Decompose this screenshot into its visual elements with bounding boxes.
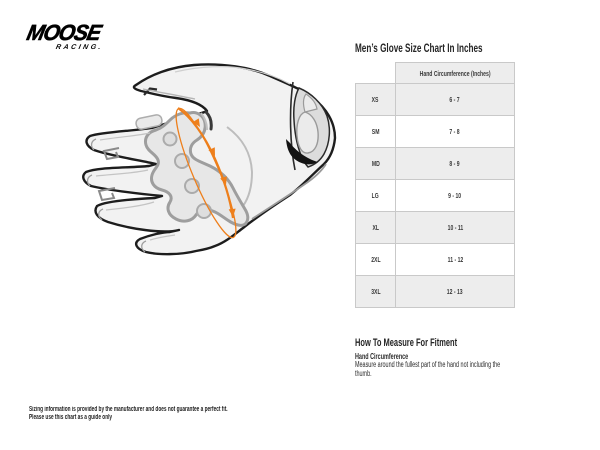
disclaimer: Sizing information is provided by the ma… bbox=[29, 406, 321, 421]
size-range-cell: 11 - 12 bbox=[395, 243, 515, 276]
size-label-cell: 3XL bbox=[355, 275, 396, 308]
chart-title: Men’s Glove Size Chart In Inches bbox=[355, 41, 483, 55]
logo-brand-text: MOOSE bbox=[24, 20, 104, 46]
size-range-cell: 9 - 10 bbox=[395, 179, 515, 212]
disclaimer-line1: Sizing information is provided by the ma… bbox=[29, 406, 228, 413]
howto-instructions: Measure around the fullest part of the h… bbox=[355, 360, 501, 378]
size-label-cell: SM bbox=[355, 115, 396, 148]
arrowheads bbox=[192, 118, 236, 217]
howto-heading: How To Measure For Fitment bbox=[355, 337, 458, 349]
howto-subheading: Hand Circumference bbox=[355, 352, 409, 361]
glove-illustration bbox=[82, 63, 337, 256]
size-range-cell: 8 - 9 bbox=[395, 147, 515, 180]
size-range-cell: 12 - 13 bbox=[395, 275, 515, 308]
size-label-cell: LG bbox=[355, 179, 396, 212]
size-label-cell: 2XL bbox=[355, 243, 396, 276]
size-range-cell: 7 - 8 bbox=[395, 115, 515, 148]
howto-section: How To Measure For Fitment Hand Circumfe… bbox=[355, 337, 515, 378]
size-range-cell: 6 - 7 bbox=[395, 83, 515, 116]
size-range-cell: 10 - 11 bbox=[395, 211, 515, 244]
size-label-cell: MD bbox=[355, 147, 396, 180]
column-header: Hand Circumference (Inches) bbox=[395, 62, 515, 84]
blank-header-cell bbox=[355, 62, 396, 84]
size-label-cell: XS bbox=[355, 83, 396, 116]
disclaimer-line2: Please use this chart as a guide only bbox=[29, 413, 113, 421]
measure-arrow bbox=[177, 107, 235, 219]
size-label-cell: XL bbox=[355, 211, 396, 244]
